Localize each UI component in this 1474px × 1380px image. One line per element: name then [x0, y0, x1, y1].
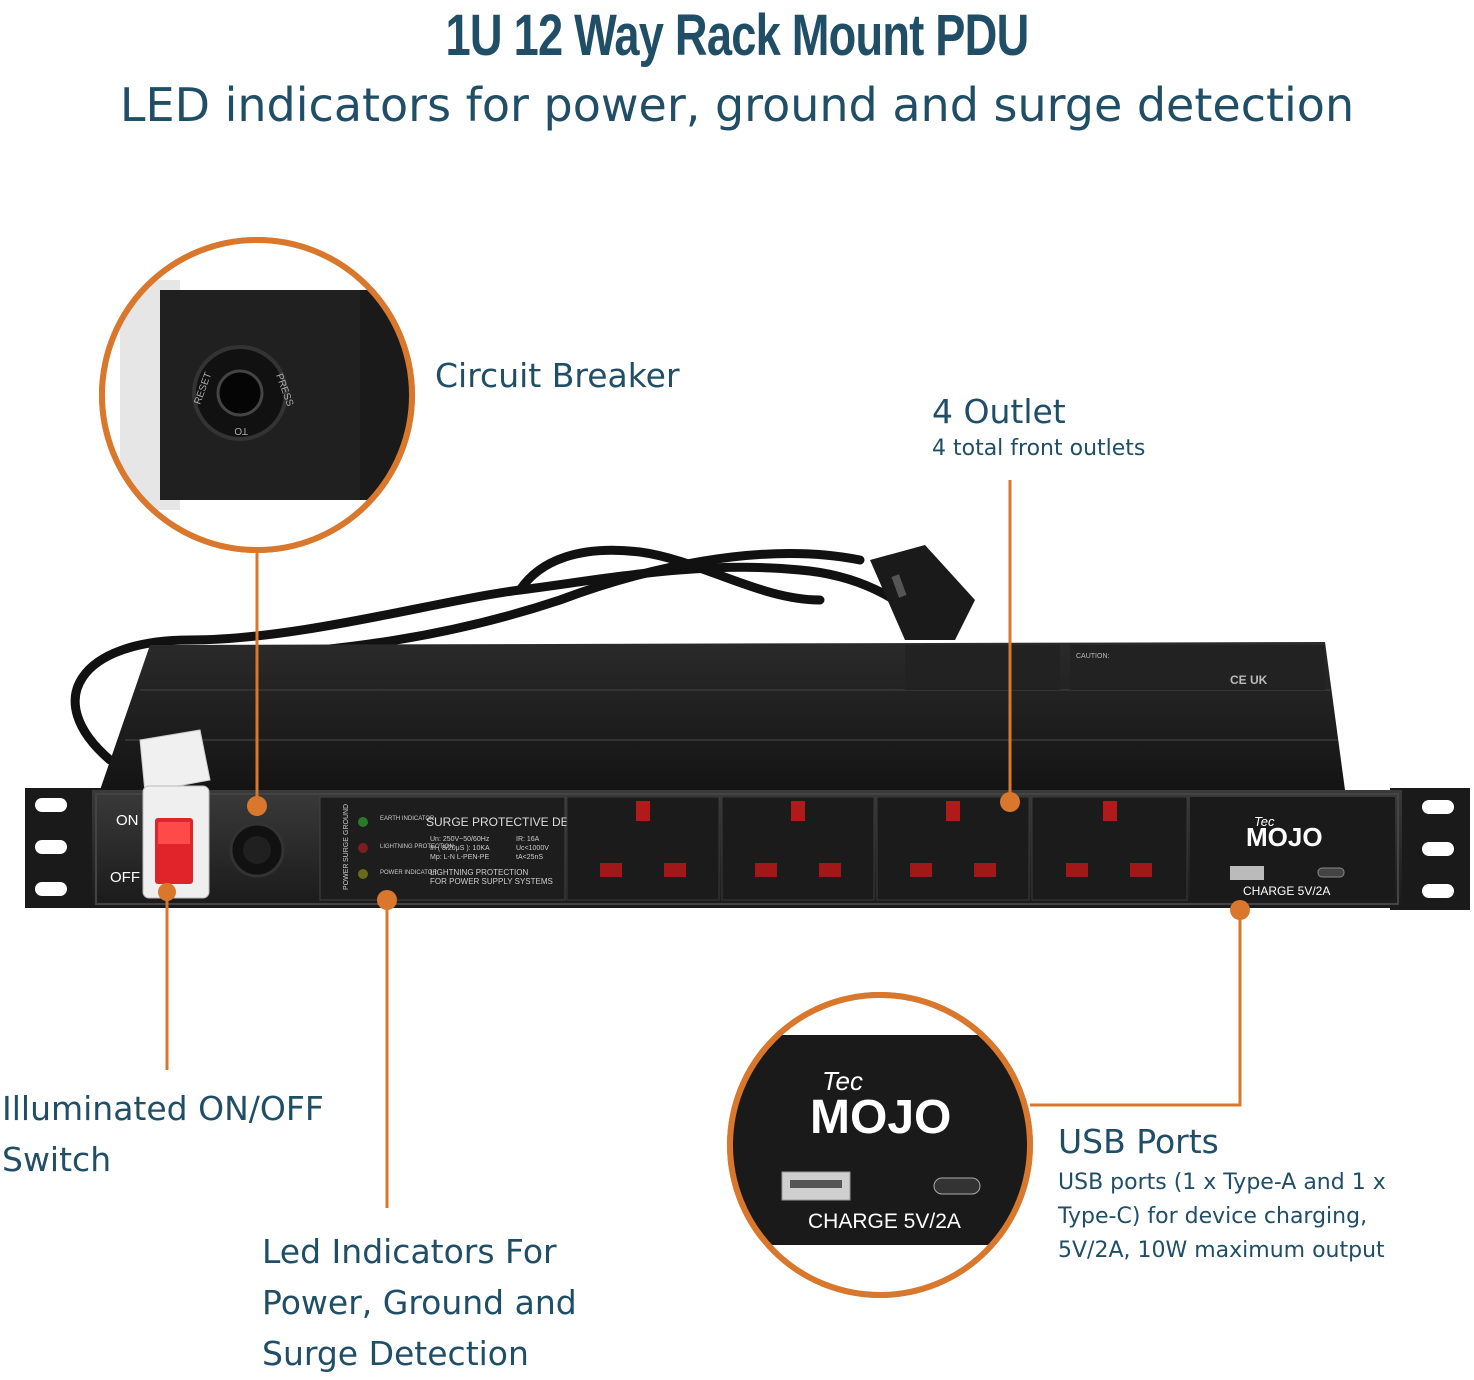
- zoom-usb-ports: Tec MOJO CHARGE 5V/2A: [727, 992, 1033, 1298]
- uk-plug: [870, 545, 975, 640]
- spec-6: tA<25nS: [516, 854, 543, 861]
- usb-c-port[interactable]: [1317, 867, 1345, 878]
- led-power-label: POWER INDICATOR: [380, 870, 437, 876]
- breaker-to-text: TO: [234, 425, 248, 436]
- outlet-4[interactable]: [1031, 796, 1188, 901]
- svg-text:CE UK: CE UK: [1230, 673, 1268, 687]
- spd-vertical-surge: SURGE: [343, 837, 350, 862]
- callout-switch-line2: Switch: [2, 1140, 112, 1179]
- callout-usb-line1: USB ports (1 x Type-A and 1 x: [1058, 1170, 1386, 1195]
- switch-off-label: OFF: [110, 869, 140, 886]
- brand-top: Tec: [1254, 814, 1275, 829]
- spec-1: Un: 250V~50/60Hz: [430, 836, 490, 843]
- spd-title: SURGE PROTECTIVE DEVICE: [426, 815, 597, 829]
- callout-leds-line2: Power, Ground and: [262, 1283, 577, 1322]
- zoom-charge-label: CHARGE 5V/2A: [808, 1210, 961, 1233]
- outlet-2[interactable]: [721, 796, 875, 901]
- switch-on-label: ON: [116, 812, 139, 829]
- callout-switch-line1: Illuminated ON/OFF: [2, 1089, 324, 1128]
- spd-vertical-power: POWER: [343, 864, 350, 890]
- outlet-3[interactable]: [876, 796, 1030, 901]
- led-lightning-label: LIGHTNING PROTECTION: [380, 844, 454, 850]
- usb-a-port[interactable]: [1230, 866, 1264, 880]
- leader-dots: [158, 792, 1250, 920]
- leader-lines: [165, 480, 1242, 1208]
- callout-circuit-breaker: Circuit Breaker: [435, 356, 680, 395]
- zoom-usb-c-icon: [933, 1177, 981, 1195]
- spec-5: Uc<1000V: [516, 845, 549, 852]
- surge-led: [358, 843, 368, 853]
- callout-leds-line1: Led Indicators For: [262, 1232, 557, 1271]
- spd-footer-1: LIGHTNING PROTECTION: [430, 868, 528, 877]
- earth-led: [358, 817, 368, 827]
- spd-vertical-ground: GROUND: [343, 804, 350, 835]
- zoom-brand-logo: MOJO: [810, 1091, 951, 1144]
- callout-usb-line2: Type-C) for device charging,: [1058, 1204, 1368, 1229]
- led-earth-label: EARTH INDICATOR: [380, 816, 435, 822]
- callout-leds-line3: Surge Detection: [262, 1334, 529, 1373]
- circuit-breaker-button[interactable]: [229, 822, 285, 878]
- caution-label: [1070, 645, 1325, 690]
- power-led: [358, 869, 368, 879]
- power-switch[interactable]: [139, 729, 211, 899]
- rack-ear-right: [1390, 788, 1470, 910]
- spec-2: In ( 8/20μS ): 10KA: [430, 845, 490, 852]
- brand-logo: MOJO: [1246, 822, 1323, 852]
- page-title: 1U 12 Way Rack Mount PDU: [445, 3, 1030, 68]
- callout-outlet-title: 4 Outlet: [932, 392, 1066, 431]
- zoom-brand-top: Tec: [822, 1066, 863, 1096]
- outlet-1[interactable]: [566, 796, 720, 901]
- callout-outlet-detail: 4 total front outlets: [932, 436, 1146, 461]
- usb-charge-label: CHARGE 5V/2A: [1243, 884, 1330, 898]
- callout-usb-title: USB Ports: [1058, 1122, 1219, 1161]
- callout-usb-line3: 5V/2A, 10W maximum output: [1058, 1238, 1385, 1263]
- spd-footer-2: FOR POWER SUPPLY SYSTEMS: [430, 877, 553, 886]
- usb-panel: Tec MOJO CHARGE 5V/2A: [1190, 797, 1395, 900]
- page-subtitle: LED indicators for power, ground and sur…: [119, 78, 1355, 132]
- zoom-circuit-breaker: RESET PRESS TO: [99, 237, 415, 553]
- spec-3: Mp: L-N L-PEN-PE: [430, 854, 489, 861]
- rack-ear-left: [25, 788, 105, 908]
- caution-text: CAUTION:: [1076, 653, 1110, 660]
- spec-4: IR: 16A: [516, 836, 540, 843]
- spec-label: [905, 645, 1060, 690]
- surge-protective-module: SURGE PROTECTIVE DEVICE EARTH INDICATOR …: [319, 796, 597, 901]
